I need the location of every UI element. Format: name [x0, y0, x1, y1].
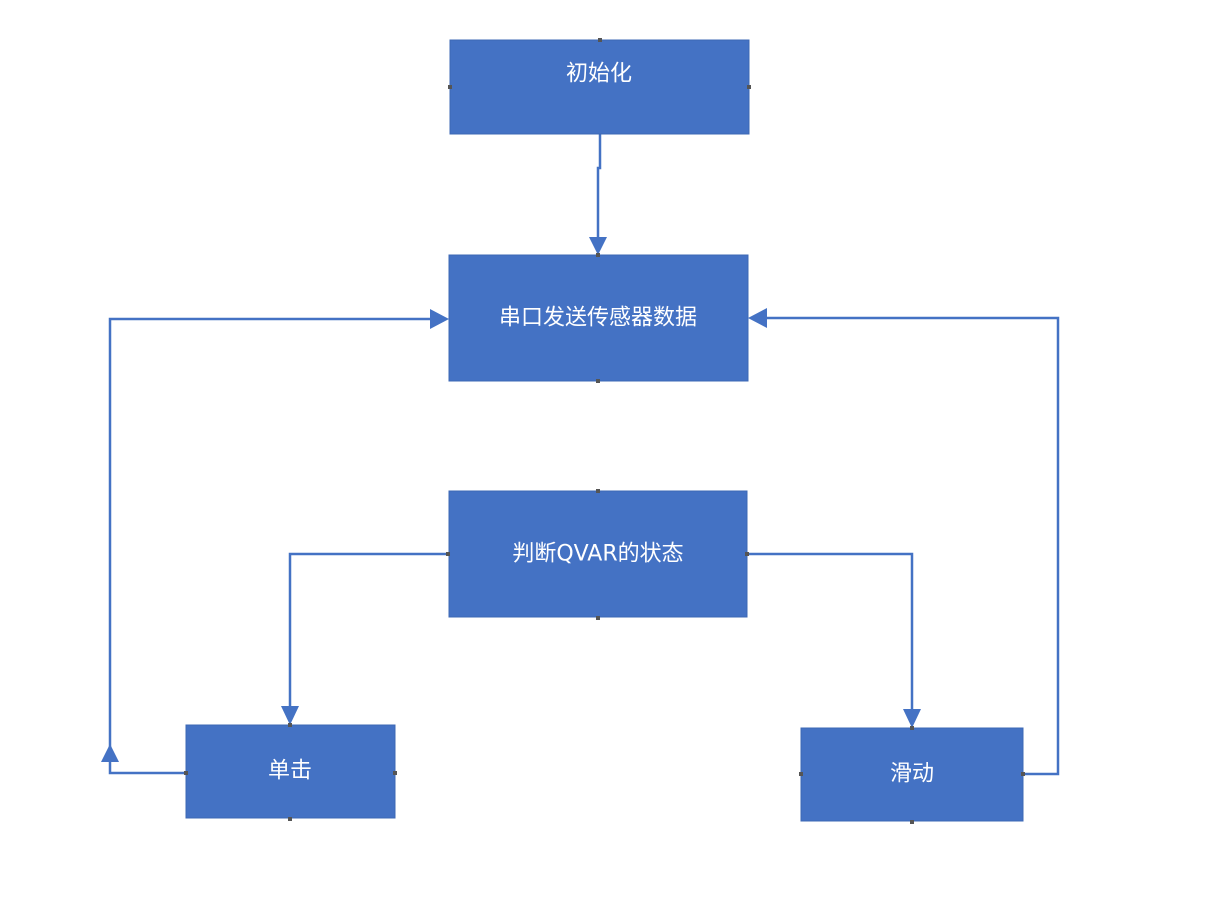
node-init-label: 初始化: [566, 62, 632, 87]
node-qvar-state-label: 判断QVAR的状态: [512, 542, 683, 567]
node-init: 初始化: [449, 39, 750, 135]
node-slide: 滑动: [800, 727, 1024, 822]
arrowhead-serial-right: [748, 308, 767, 328]
arrowhead-slide-top: [903, 709, 921, 728]
node-serial-send: 串口发送传感器数据: [448, 254, 749, 382]
node-single-click-label: 单击: [268, 759, 312, 784]
connector-slide-loop-back: [766, 316, 1060, 776]
arrowhead-loop-left-lower: [101, 744, 119, 762]
connector-qvar-to-single-click: [288, 552, 448, 710]
node-serial-send-label: 串口发送传感器数据: [499, 306, 697, 331]
arrowhead-serial-top: [589, 237, 607, 255]
connector-qvar-to-slide: [747, 552, 914, 713]
node-single-click: 单击: [185, 724, 396, 819]
connector-single-click-loop-back: [108, 317, 432, 775]
node-slide-label: 滑动: [890, 762, 934, 787]
connection-handles: [184, 38, 1025, 824]
node-qvar-state: 判断QVAR的状态: [448, 490, 748, 618]
arrowhead-serial-left: [430, 309, 449, 329]
connector-init-to-serial: [596, 134, 602, 240]
arrowhead-single-click-top: [281, 706, 299, 725]
